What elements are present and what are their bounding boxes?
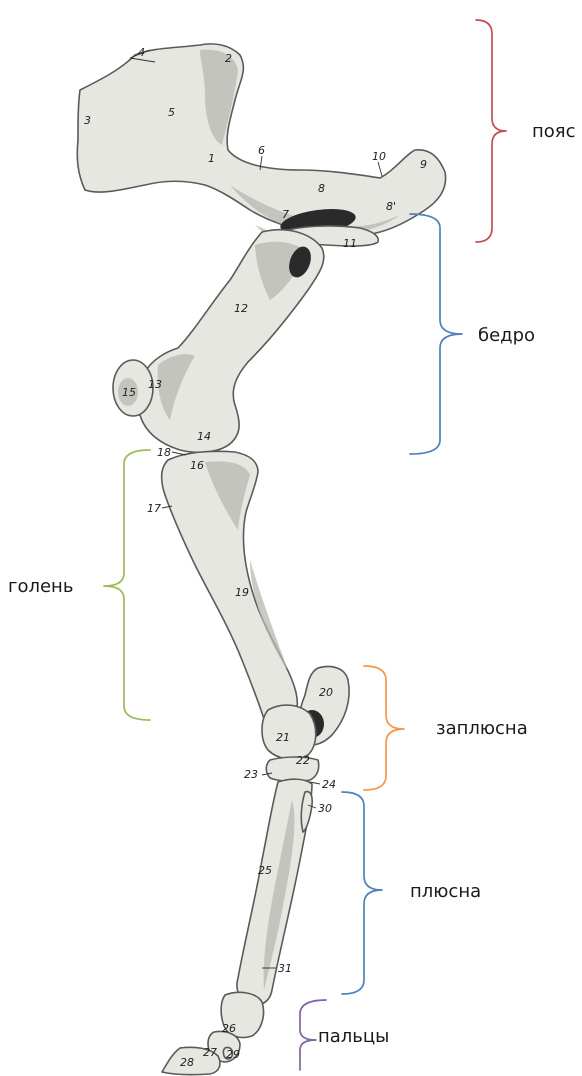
label-21: 21 bbox=[276, 731, 290, 744]
label-13: 13 bbox=[148, 378, 162, 391]
label-18: 18 bbox=[157, 446, 171, 459]
label-26: 26 bbox=[222, 1022, 236, 1035]
label-28: 28 bbox=[180, 1056, 194, 1069]
label-23: 23 bbox=[244, 768, 258, 781]
label-25: 25 bbox=[258, 864, 272, 877]
region-shin: голень bbox=[8, 450, 150, 720]
region-tarsus: заплюсна bbox=[364, 666, 528, 790]
label-24: 24 bbox=[322, 778, 336, 791]
label-metatarsus: плюсна bbox=[410, 881, 481, 902]
label-8: 8 bbox=[318, 182, 325, 195]
bones bbox=[77, 44, 445, 1075]
label-19: 19 bbox=[235, 586, 249, 599]
brace-shin bbox=[104, 450, 150, 720]
label-tarsus: заплюсна bbox=[436, 718, 528, 739]
leader-10 bbox=[378, 162, 382, 176]
label-12: 12 bbox=[234, 302, 248, 315]
label-5: 5 bbox=[168, 106, 175, 119]
label-1: 1 bbox=[208, 152, 215, 165]
metatarsus bbox=[237, 779, 312, 1005]
label-30: 30 bbox=[318, 802, 332, 815]
region-digits: пальцы bbox=[300, 1000, 389, 1070]
label-22: 22 bbox=[296, 754, 310, 767]
label-7: 7 bbox=[282, 208, 289, 221]
label-6: 6 bbox=[258, 144, 265, 157]
brace-girdle bbox=[476, 20, 506, 242]
label-27: 27 bbox=[203, 1046, 217, 1059]
label-girdle: пояс bbox=[532, 121, 576, 142]
label-3: 3 bbox=[84, 114, 91, 127]
label-17: 17 bbox=[147, 502, 161, 515]
label-11: 11 bbox=[343, 237, 357, 250]
label-digits: пальцы bbox=[318, 1026, 389, 1047]
label-9: 9 bbox=[420, 158, 427, 171]
label-2: 2 bbox=[225, 52, 232, 65]
femur bbox=[113, 230, 324, 453]
label-thigh: бедро bbox=[478, 325, 535, 346]
tibia bbox=[162, 451, 298, 727]
brace-metatarsus bbox=[342, 792, 382, 994]
label-14: 14 bbox=[197, 430, 211, 443]
label-10: 10 bbox=[372, 150, 386, 163]
brace-thigh bbox=[410, 214, 462, 454]
label-29: 29 bbox=[226, 1048, 240, 1061]
region-girdle: пояс bbox=[476, 20, 576, 242]
brace-tarsus bbox=[364, 666, 404, 790]
region-thigh: бедро bbox=[410, 214, 535, 454]
label-15: 15 bbox=[122, 386, 136, 399]
label-20: 20 bbox=[319, 686, 333, 699]
leader-18 bbox=[172, 452, 186, 455]
label-8-prime: 8' bbox=[386, 200, 396, 213]
phalanges bbox=[162, 992, 264, 1074]
label-16: 16 bbox=[190, 459, 204, 472]
region-metatarsus: плюсна bbox=[342, 792, 481, 994]
label-31: 31 bbox=[278, 962, 292, 975]
label-shin: голень bbox=[8, 576, 73, 597]
